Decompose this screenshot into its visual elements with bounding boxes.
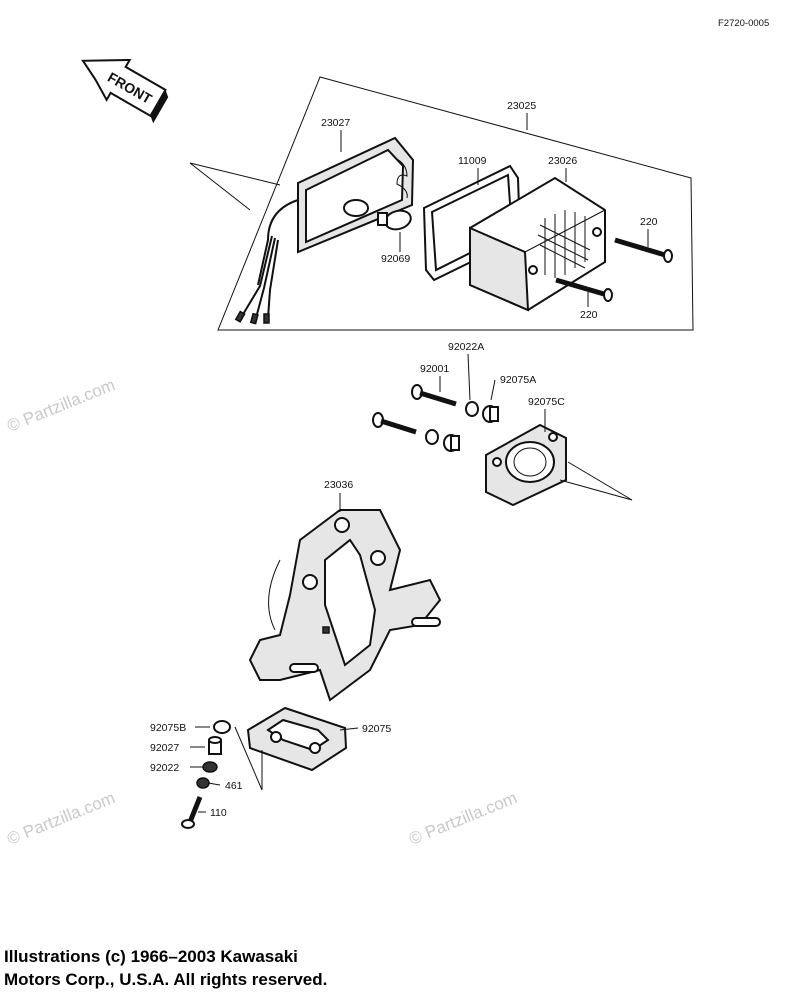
- pointer-line: [189, 162, 251, 211]
- label-11009: 11009: [458, 155, 487, 167]
- pointer-line: [234, 726, 263, 791]
- watermark-lower-left: © Partzilla.com: [4, 788, 117, 849]
- part-92022A-washer: [465, 401, 479, 417]
- part-23026-lens: [469, 176, 606, 312]
- label-23026: 23026: [548, 155, 577, 167]
- label-92022: 92022: [150, 762, 179, 774]
- label-23025: 23025: [507, 100, 536, 112]
- label-92075B: 92075B: [150, 722, 186, 734]
- part-23036-bracket: [248, 509, 442, 702]
- part-23027-lamp-base: [297, 136, 415, 254]
- part-220-screw-bottom: [555, 277, 613, 302]
- label-92075A: 92075A: [500, 374, 536, 386]
- label-92027: 92027: [150, 742, 179, 754]
- label-23027: 23027: [321, 117, 350, 129]
- copyright-notice: Illustrations (c) 1966–2003 Kawasaki Mot…: [4, 945, 327, 991]
- wiring-harness: [234, 199, 299, 325]
- part-461-washer: [196, 777, 210, 789]
- label-220-top: 220: [640, 216, 658, 228]
- watermark-main: © Partzilla.com: [4, 375, 117, 436]
- copyright-line-2: Motors Corp., U.S.A. All rights reserved…: [4, 970, 328, 989]
- part-92075C-damper: [485, 423, 567, 507]
- part-92001-bolt-upper: [411, 384, 457, 407]
- part-92022-washer: [202, 761, 218, 773]
- copyright-line-1: Illustrations (c) 1966–2003 Kawasaki: [4, 947, 298, 966]
- taillight-assembly-outline: [217, 76, 694, 331]
- label-220-bottom: 220: [580, 309, 598, 321]
- label-92001: 92001: [420, 363, 449, 375]
- label-92022A: 92022A: [448, 341, 484, 353]
- watermark-lower-right: © Partzilla.com: [406, 788, 519, 849]
- front-arrow-icon: FRONT: [81, 58, 169, 124]
- figure-code: F2720-0005: [718, 18, 769, 29]
- part-washer-lower: [425, 429, 439, 445]
- part-92075-damper-lower: [246, 706, 348, 772]
- part-collar-lower: [443, 434, 460, 452]
- label-92075C: 92075C: [528, 396, 565, 408]
- label-92075: 92075: [362, 723, 391, 735]
- label-23036: 23036: [324, 479, 353, 491]
- label-92069: 92069: [381, 253, 410, 265]
- part-92075A-collar: [482, 405, 499, 423]
- part-220-screw-top: [614, 237, 673, 263]
- part-110-bolt: [181, 796, 203, 829]
- pointer-line: [189, 162, 281, 186]
- part-bolt-lower: [372, 412, 417, 435]
- label-110: 110: [210, 807, 227, 819]
- part-92075B-collar: [213, 720, 231, 734]
- part-92027-spacer: [208, 736, 222, 755]
- label-461: 461: [225, 780, 243, 792]
